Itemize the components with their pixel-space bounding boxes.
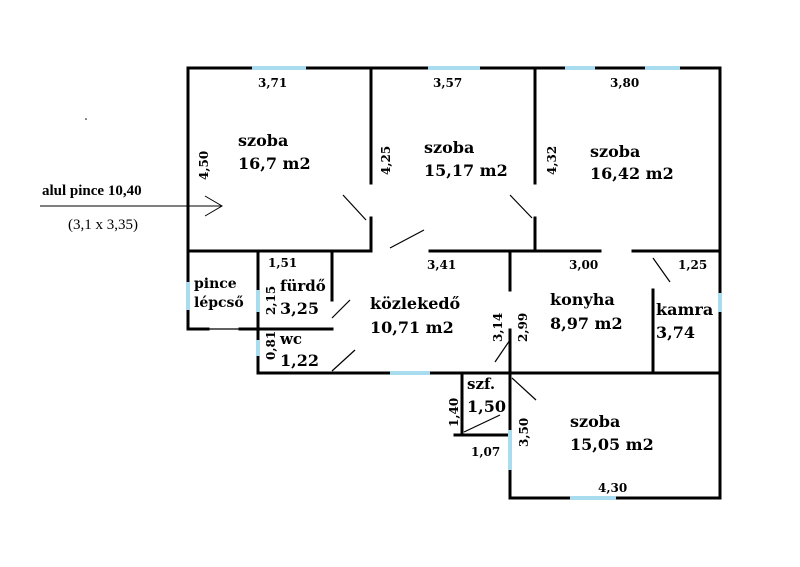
dim-room4-h: 3,50 [517, 418, 531, 447]
dim-wc-h: 0,81 [264, 331, 278, 360]
door-wc [331, 349, 356, 372]
room2-area: 15,17 m2 [424, 161, 508, 180]
basement-note-sub: (3,1 x 3,35) [68, 217, 138, 233]
windows [186, 66, 722, 500]
dim-top-3: 3,80 [610, 76, 639, 90]
door-bath [331, 299, 351, 319]
room2-name: szoba [424, 138, 474, 157]
basement-note-title: alul pince 10,40 [42, 183, 142, 199]
wc-name: wc [279, 330, 302, 348]
dim-kitchen-h: 2,99 [516, 313, 530, 342]
door-kitchen [494, 339, 511, 363]
dim-h-2: 4,25 [379, 146, 393, 175]
room1-area: 16,7 m2 [238, 154, 311, 173]
room4-name: szoba [570, 412, 620, 431]
dim-h-3: 4,32 [545, 146, 559, 175]
hall-area: 10,71 m2 [370, 318, 454, 337]
door-pantry [652, 257, 671, 283]
room3-area: 16,42 m2 [590, 164, 674, 183]
hall-name: közlekedő [370, 294, 461, 313]
dim-kitchen-w: 3,00 [569, 258, 598, 272]
door-closet [463, 414, 501, 433]
closet-name: szf. [467, 375, 495, 393]
stairs-name-2: lépcső [194, 295, 244, 311]
pantry-area: 3,74 [656, 323, 695, 342]
stairs-name-1: pince [194, 276, 237, 292]
wc-area: 1,22 [280, 351, 319, 370]
door-room2 [389, 229, 425, 249]
dim-bath-w: 1,51 [268, 256, 297, 270]
room3-name: szoba [590, 142, 640, 161]
dim-pantry-w: 1,25 [678, 258, 707, 272]
bath-area: 3,25 [280, 299, 319, 318]
room4-area: 15,05 m2 [570, 435, 654, 454]
kitchen-area: 8,97 m2 [550, 314, 623, 333]
dim-closet-w: 1,07 [471, 445, 500, 459]
dim-h-1: 4,50 [197, 151, 211, 180]
dim-top-1: 3,71 [258, 76, 287, 90]
dim-hall-w: 3,41 [427, 258, 456, 272]
door-room1 [342, 194, 367, 221]
door-room4 [511, 377, 537, 401]
door-room3 [509, 194, 533, 219]
room1-name: szoba [238, 131, 288, 150]
closet-area: 1,50 [467, 397, 506, 416]
dim-top-2: 3,57 [433, 76, 462, 90]
basement-arrow [40, 195, 223, 217]
dim-hall-h: 3,14 [491, 313, 505, 342]
dim-room4-w: 4,30 [598, 481, 627, 495]
kitchen-name: konyha [550, 290, 615, 309]
bath-name: fürdő [280, 277, 326, 295]
pantry-name: kamra [656, 300, 713, 319]
stray-dot [85, 118, 87, 120]
dim-closet-h: 1,40 [447, 398, 461, 427]
dim-bath-h: 2,15 [264, 286, 278, 315]
doors [208, 194, 671, 433]
